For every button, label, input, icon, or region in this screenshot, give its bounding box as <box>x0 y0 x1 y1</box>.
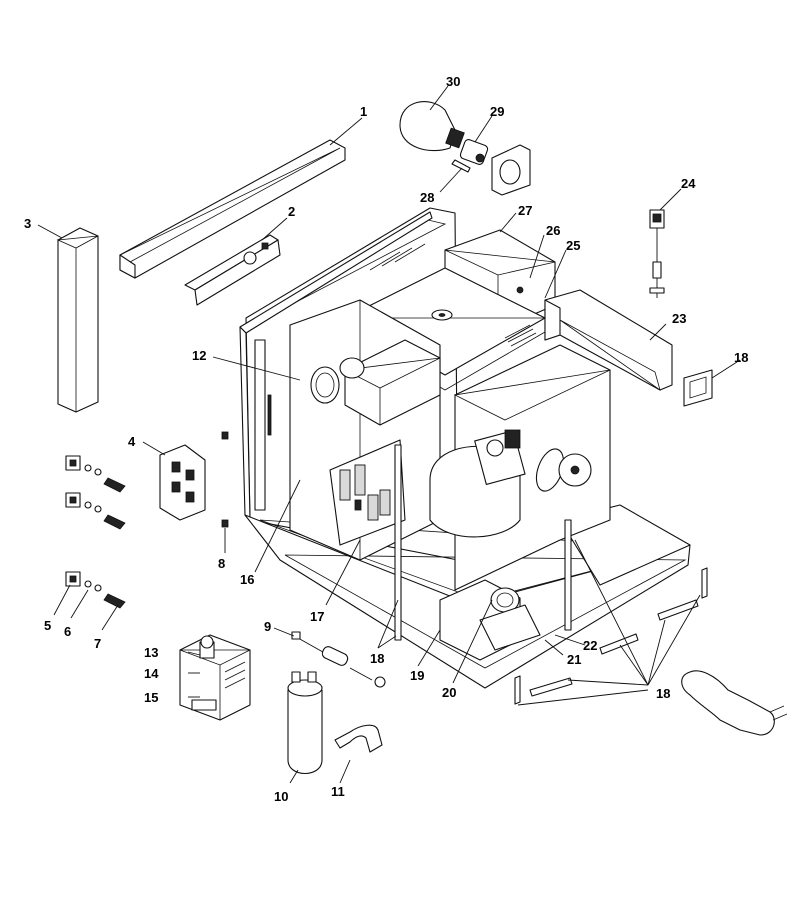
switch-group-1 <box>65 455 126 493</box>
magnetron <box>179 634 251 721</box>
switch-group-2 <box>65 492 126 530</box>
callout-4: 4 <box>128 434 136 449</box>
callout-29: 29 <box>490 104 504 119</box>
callout-19: 19 <box>410 668 424 683</box>
power-cord <box>681 670 788 736</box>
callout-13: 13 <box>144 645 158 660</box>
part-10-capacitor <box>287 671 323 774</box>
callout-28: 28 <box>420 190 434 205</box>
callout-25: 25 <box>566 238 580 253</box>
callout-1: 1 <box>360 104 367 119</box>
callout-5: 5 <box>44 618 51 633</box>
callout-labels: 1 2 3 4 5 6 7 8 9 10 11 12 13 14 15 16 1… <box>24 74 748 804</box>
lamp-assembly <box>399 101 531 196</box>
callout-2: 2 <box>288 204 295 219</box>
callout-12: 12 <box>192 348 206 363</box>
part-24-sensor <box>649 209 665 298</box>
callout-18-right: 18 <box>734 350 748 365</box>
callout-6: 6 <box>64 624 71 639</box>
callout-18-bottom: 18 <box>656 686 670 701</box>
part-11-bracket <box>334 724 383 753</box>
callout-20: 20 <box>442 685 456 700</box>
callout-18-cabinet: 18 <box>370 651 384 666</box>
callout-22: 22 <box>583 638 597 653</box>
fan-motor-assembly <box>429 429 592 538</box>
callout-27: 27 <box>518 203 532 218</box>
callout-26: 26 <box>546 223 560 238</box>
part-1-top-channel <box>119 139 346 279</box>
vertical-posts <box>394 444 572 641</box>
part-3-side-channel <box>56 227 99 413</box>
callout-8: 8 <box>218 556 225 571</box>
relay-board <box>329 439 406 546</box>
leader-lines <box>37 85 741 784</box>
callout-23: 23 <box>672 311 686 326</box>
part-2-control-board <box>184 234 281 306</box>
callout-9: 9 <box>264 619 271 634</box>
transformer-box <box>310 339 441 426</box>
callout-17: 17 <box>310 609 324 624</box>
callout-21: 21 <box>567 652 581 667</box>
callout-10: 10 <box>274 789 288 804</box>
inner-lower-components <box>439 579 541 661</box>
part-9-diode <box>291 631 386 688</box>
callout-15: 15 <box>144 690 158 705</box>
callout-14: 14 <box>144 666 159 681</box>
callout-16: 16 <box>240 572 254 587</box>
switch-group-3 <box>65 571 126 609</box>
callout-3: 3 <box>24 216 31 231</box>
callout-11: 11 <box>331 784 345 799</box>
callout-24: 24 <box>681 176 696 191</box>
part-23-rear-channel <box>544 289 673 391</box>
callout-30: 30 <box>446 74 460 89</box>
part-8-clip <box>221 431 229 528</box>
part-18-plates <box>514 369 713 705</box>
callout-7: 7 <box>94 636 101 651</box>
part-4-switch-bracket <box>159 444 206 521</box>
